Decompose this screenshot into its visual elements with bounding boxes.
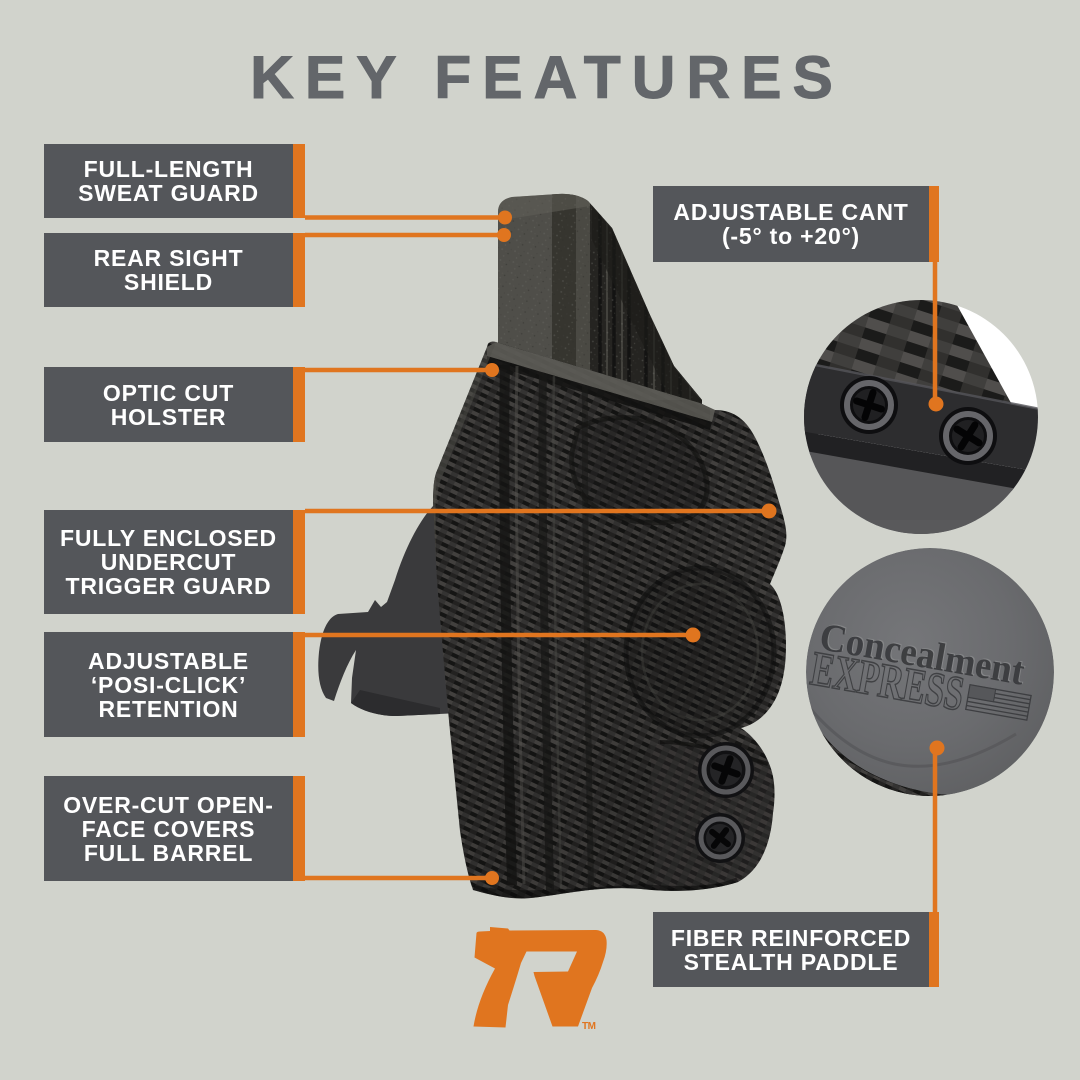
svg-text:TM: TM — [582, 1021, 596, 1032]
